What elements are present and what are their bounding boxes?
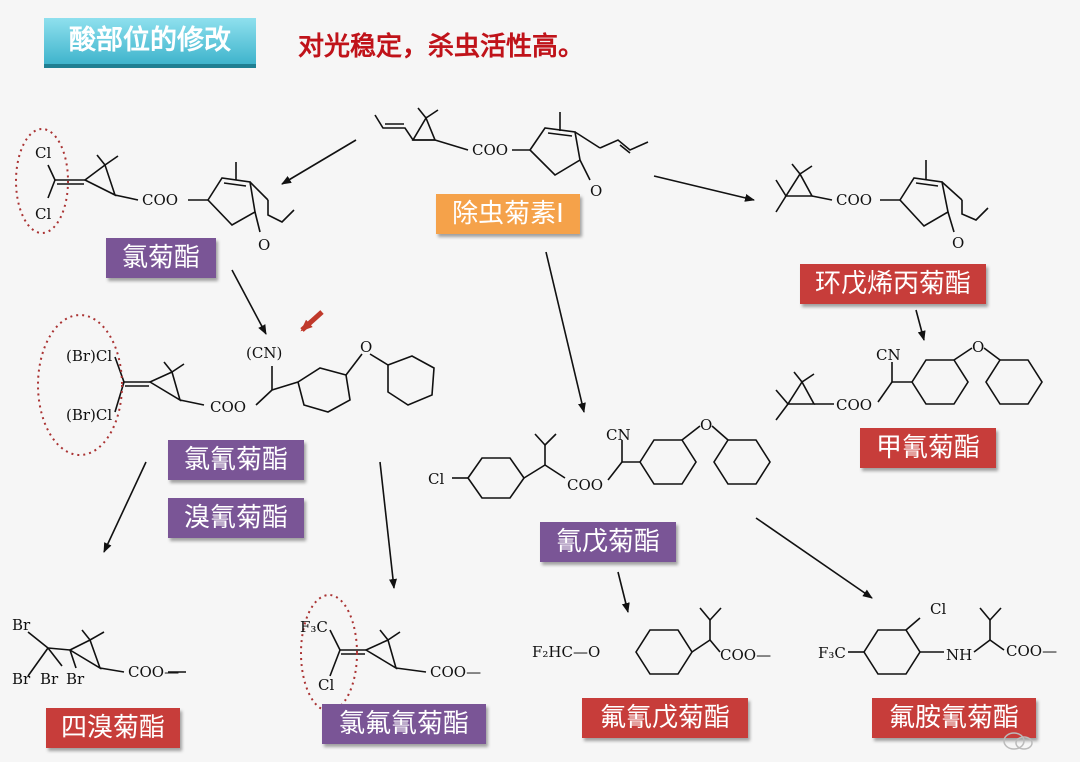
chlorine-label: Cl — [35, 144, 51, 162]
slide-title: 酸部位的修改 — [44, 18, 256, 68]
allethrin-structure — [775, 160, 989, 233]
pyrethrin-structure — [374, 107, 649, 181]
bromo-chloro-label: (Br)Cl — [66, 406, 112, 424]
deltamethrin-label: 溴氰菊酯 — [168, 498, 304, 538]
watermark-icon — [1003, 732, 1033, 750]
coo-label: COO — [142, 191, 178, 209]
fluvalinate-structure — [848, 607, 1005, 675]
allethrin-label: 环戊烯丙菊酯 — [800, 264, 986, 304]
bromo-chloro-label: (Br)Cl — [66, 347, 112, 365]
chlorine-label: Cl — [930, 600, 946, 618]
coo-label: COO — [836, 191, 872, 209]
cyano-label: CN — [606, 426, 631, 444]
arrow — [231, 269, 267, 335]
coo-dash-label: COO— — [720, 646, 771, 664]
coo-label: COO — [567, 476, 603, 494]
highlight-ellipse — [300, 594, 358, 712]
fluvalinate-label: 氟胺氰菊酯 — [872, 698, 1036, 738]
arrow — [617, 571, 630, 613]
oxygen-label: O — [952, 234, 964, 252]
oxygen-label: O — [360, 338, 372, 356]
cyano-label: (CN) — [246, 344, 282, 362]
arrow — [755, 517, 873, 599]
arrow — [915, 309, 926, 341]
slide-subtitle: 对光稳定，杀虫活性高。 — [298, 32, 585, 62]
coo-dash-label: COO— — [430, 663, 481, 681]
pyrethrin-label: 除虫菊素I — [436, 194, 580, 234]
oxygen-label: O — [972, 338, 984, 356]
cypermethrin-label: 氯氰菊酯 — [168, 440, 304, 480]
highlight-arrow — [300, 310, 324, 332]
difluoromethoxy-label: F₂HC—O — [532, 643, 600, 661]
bromine-label: Br — [12, 616, 31, 634]
highlight-ellipse — [37, 314, 123, 456]
oxygen-label: O — [700, 416, 712, 434]
coo-dash-label: COO— — [1006, 642, 1057, 660]
arrow — [281, 139, 357, 185]
chloro-ester-structure — [47, 154, 295, 233]
tetrabromo-label: 四溴菊酯 — [46, 708, 180, 748]
chlorine-label: Cl — [35, 205, 51, 223]
cyano-label: CN — [876, 346, 901, 364]
bromine-label: Br — [40, 670, 59, 688]
cyhalothrin-structure — [329, 629, 427, 677]
fenvalerate-label: 氰戊菊酯 — [540, 522, 676, 562]
coo-dash-label: COO— — [128, 663, 179, 681]
coo-label: COO — [472, 141, 508, 159]
cypermethrin-structure — [114, 353, 435, 413]
oxygen-label: O — [258, 236, 270, 254]
highlight-ellipse — [15, 128, 69, 234]
trifluoromethyl-label: F₃C — [300, 618, 328, 636]
reaction-arrows — [103, 139, 926, 613]
coo-label: COO — [836, 396, 872, 414]
cyhalothrin-label: 氯氟氰菊酯 — [322, 704, 486, 744]
bromine-label: Br — [66, 670, 85, 688]
amine-label: NH — [946, 646, 972, 664]
chloro-ester-label: 氯菊酯 — [106, 238, 216, 278]
chlorine-label: Cl — [428, 470, 444, 488]
flucythrinate-label: 氟氰戊菊酯 — [582, 698, 748, 738]
bromine-label: Br — [12, 670, 31, 688]
chlorine-label: Cl — [318, 676, 334, 694]
flucythrinate-structure — [635, 607, 722, 675]
tetrabromo-structure — [27, 629, 186, 677]
trifluoromethyl-label: F₃C — [818, 644, 846, 662]
arrow — [545, 251, 586, 413]
oxygen-label: O — [590, 182, 602, 200]
arrow — [653, 175, 755, 202]
arrow — [103, 461, 147, 553]
fenpropathrin-structure — [775, 347, 1043, 421]
arrow — [379, 461, 397, 589]
fenvalerate-structure — [452, 425, 771, 499]
coo-label: COO — [210, 398, 246, 416]
fenpropathrin-label: 甲氰菊酯 — [860, 428, 996, 468]
